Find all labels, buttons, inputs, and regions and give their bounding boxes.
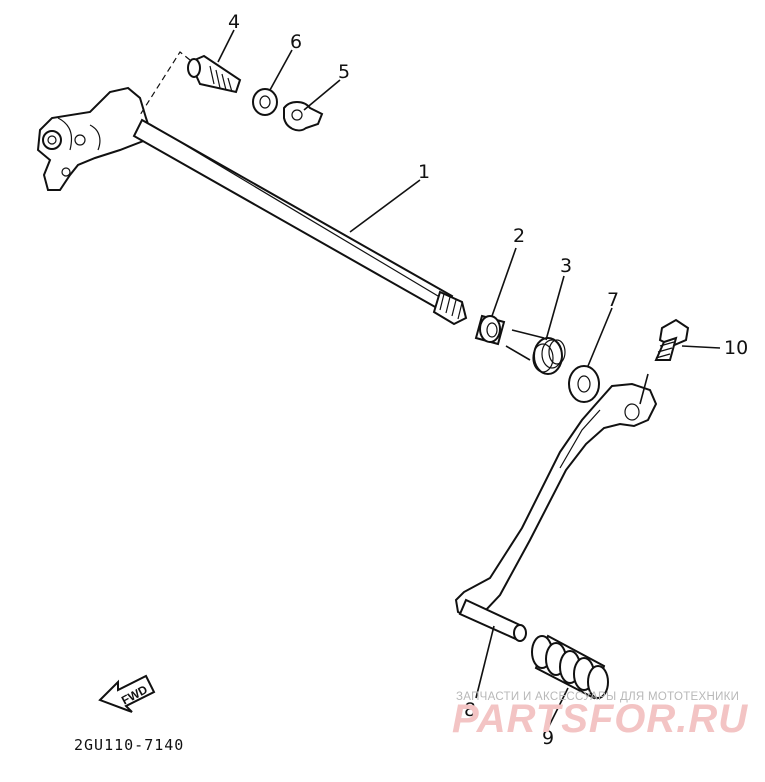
label-part-4: 4 <box>228 11 240 33</box>
label-part-9: 9 <box>542 727 554 749</box>
pedal-rubber-part-9 <box>531 634 609 700</box>
nut-part-6 <box>252 88 278 116</box>
torsion-spring-part-3 <box>505 329 566 375</box>
leader-lines <box>217 29 721 729</box>
forward-direction-arrow: FWD <box>98 674 156 713</box>
label-part-1: 1 <box>418 161 430 183</box>
label-part-2: 2 <box>513 225 525 247</box>
watermark-brand: PARTSFOR.RU <box>452 697 748 741</box>
collar-part-2 <box>474 314 506 346</box>
lock-washer-part-5 <box>283 101 324 132</box>
shift-shaft-part-1 <box>36 86 468 326</box>
part-number-labels: 4 6 5 1 2 3 7 10 8 9 <box>228 11 748 749</box>
label-part-8: 8 <box>464 699 476 721</box>
diagram-code: 2GU110-7140 <box>74 736 184 754</box>
bolt-part-10 <box>654 318 690 361</box>
label-part-3: 3 <box>560 255 572 277</box>
label-part-6: 6 <box>290 31 302 53</box>
watermark-tagline: ЗАПЧАСТИ И АКСЕССУАРЫ ДЛЯ МОТОТЕХНИКИ <box>456 691 739 703</box>
label-part-5: 5 <box>338 61 350 83</box>
bolt-part-4 <box>187 54 242 94</box>
washer-part-7 <box>568 365 600 403</box>
label-part-10: 10 <box>724 337 748 359</box>
label-part-7: 7 <box>607 289 619 311</box>
shift-pedal-lever <box>454 382 658 642</box>
watermark: ЗАПЧАСТИ И АКСЕССУАРЫ ДЛЯ МОТОТЕХНИКИ PA… <box>452 691 748 741</box>
